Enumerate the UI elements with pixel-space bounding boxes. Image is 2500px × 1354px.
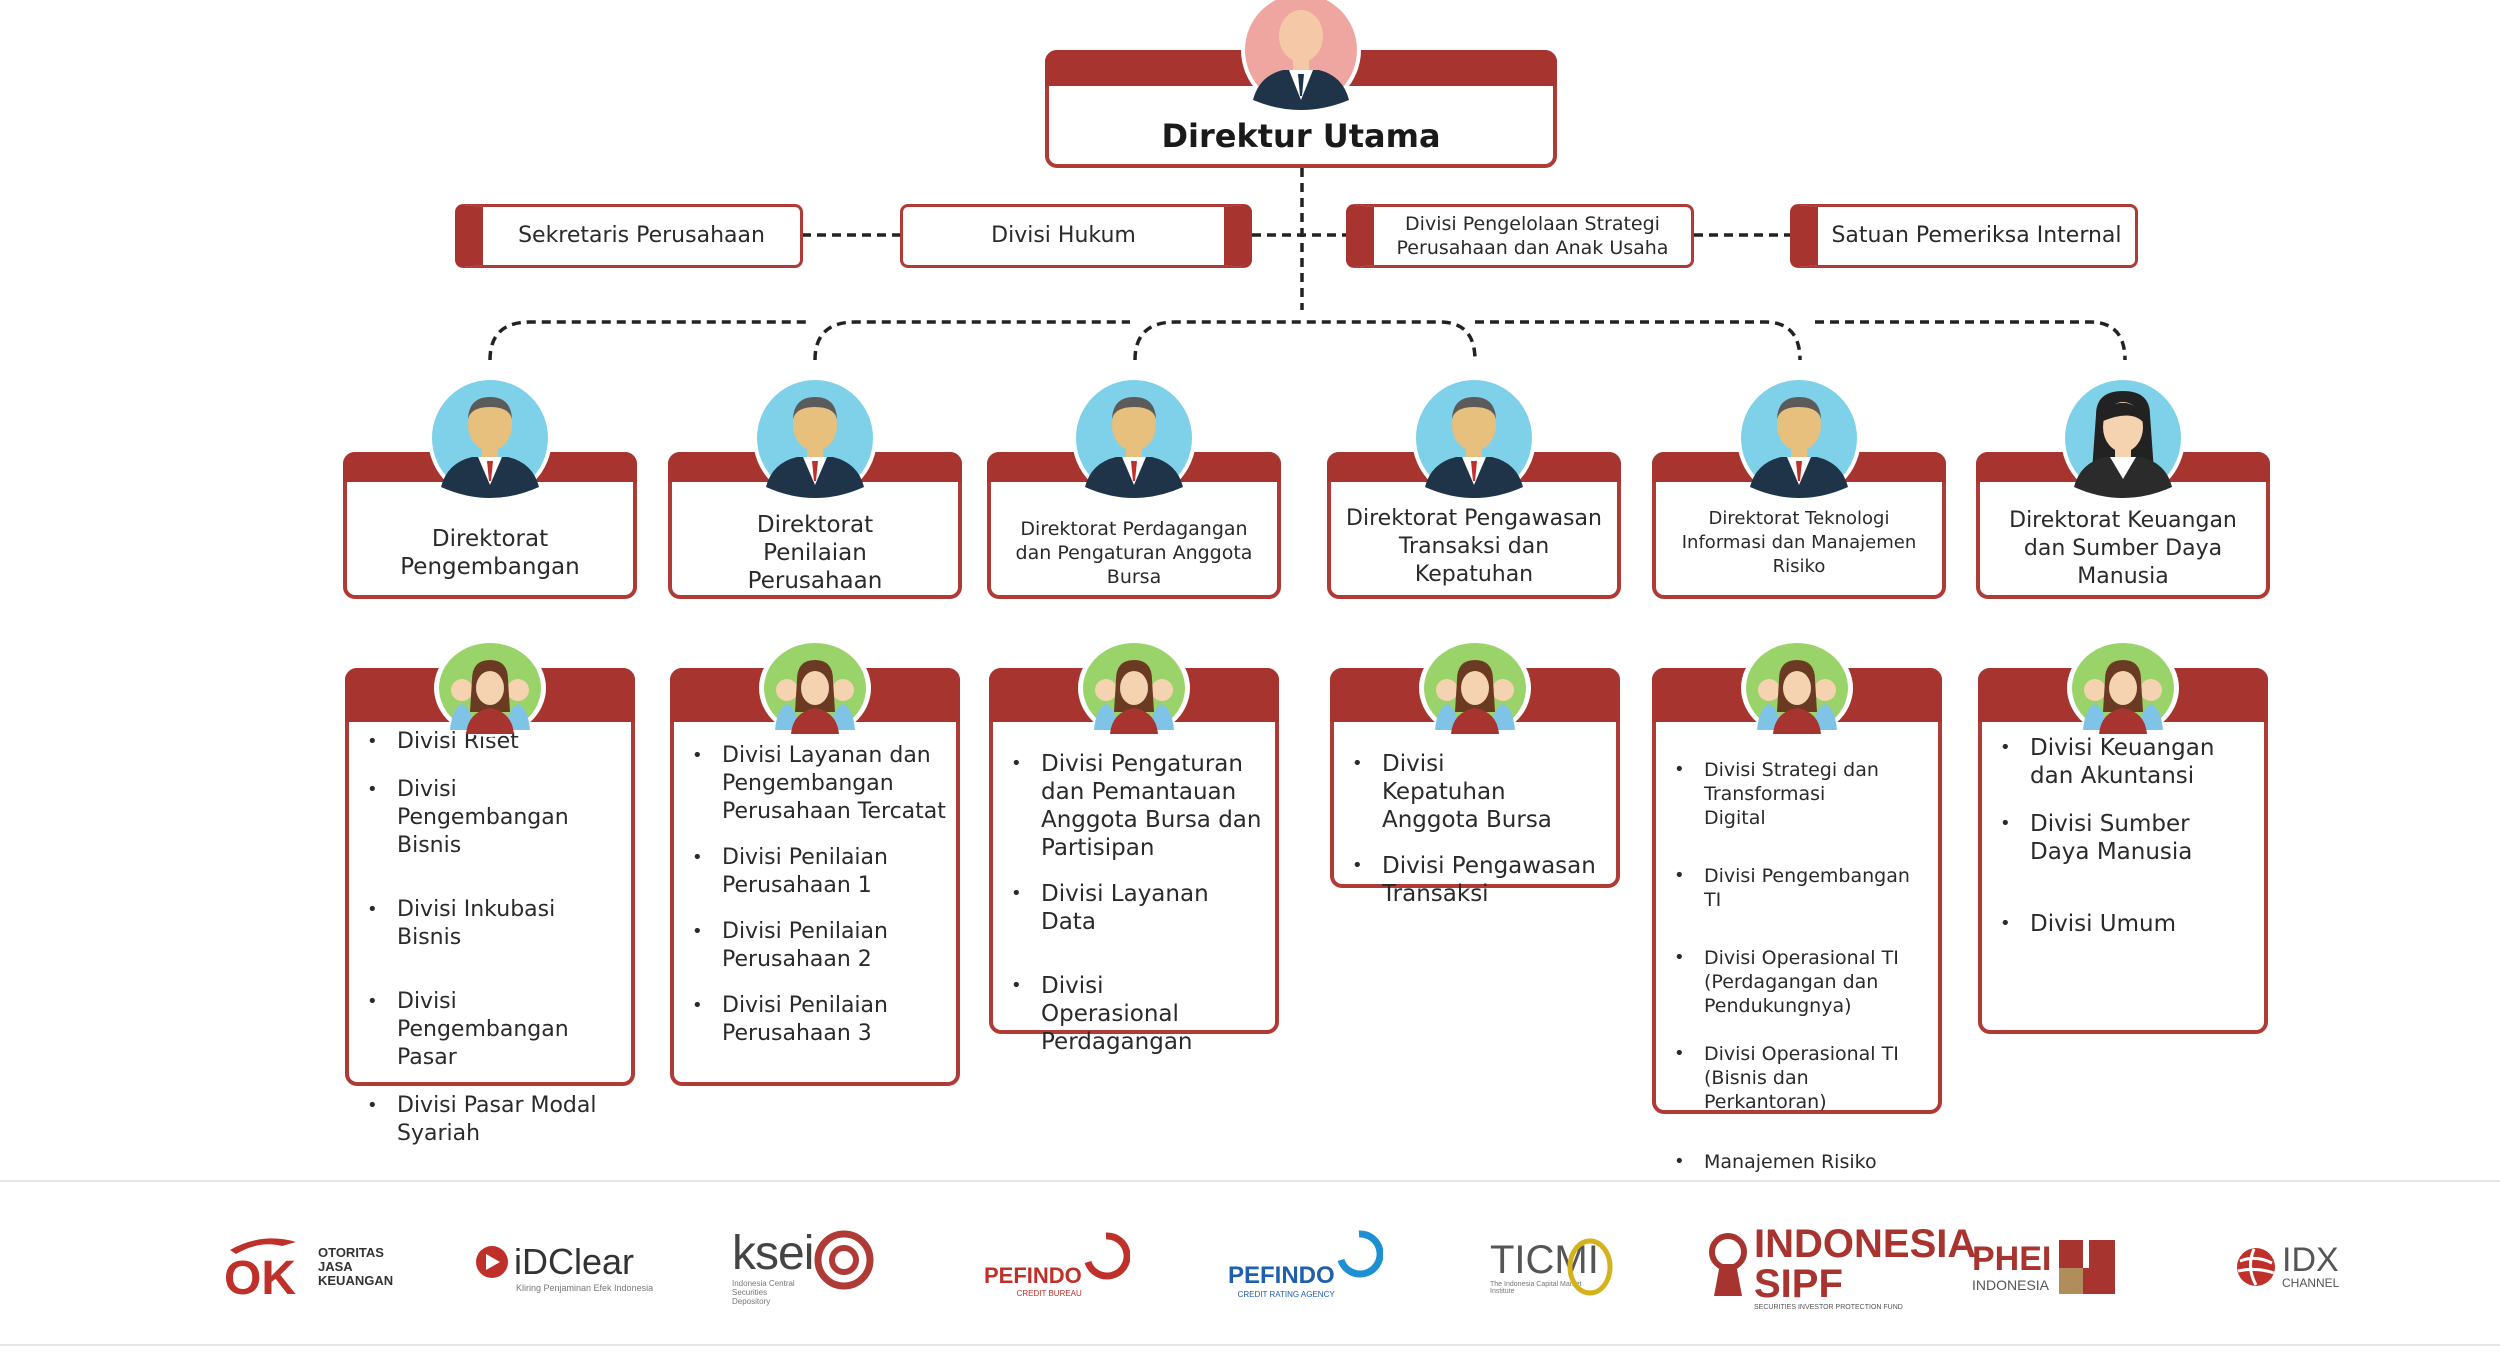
male-avatar-icon [1072, 376, 1196, 500]
division-list: Divisi Riset Divisi Pengembangan Bisnis … [363, 728, 621, 1148]
division-item[interactable]: Divisi Layanan dan Pengembangan Perusaha… [688, 742, 946, 826]
division-item[interactable]: Divisi Pengembangan Pasar [363, 988, 621, 1072]
idclear-logo-sub: Kliring Penjaminan Efek Indonesia [516, 1283, 654, 1293]
team-avatar-icon [1078, 639, 1190, 737]
division-item[interactable]: Divisi Penilaian Perusahaan 1 [688, 844, 946, 900]
division-list: Divisi Strategi dan Transformasi Digital… [1670, 758, 1928, 1174]
logo-idx-channel[interactable]: IDX CHANNEL [2234, 1222, 2339, 1312]
division-box-1[interactable]: Divisi Riset Divisi Pengembangan Bisnis … [345, 668, 635, 1146]
male-avatar-icon [753, 376, 877, 500]
division-item[interactable]: Divisi Pasar Modal Syariah [363, 1092, 621, 1148]
team-avatar-icon [759, 639, 871, 737]
idx-logo-sub: CHANNEL [2282, 1276, 2340, 1290]
division-item[interactable]: Manajemen Risiko [1670, 1150, 1928, 1174]
logo-ticmi[interactable]: TICMI The Indonesia Capital Market Insti… [1490, 1222, 1615, 1312]
male-avatar-icon [1737, 376, 1861, 500]
sipf-keyhole-icon [1709, 1233, 1747, 1296]
female-avatar-icon [2061, 376, 2185, 500]
division-item[interactable]: Divisi Operasional TI (Perdagangan dan P… [1670, 946, 1928, 1018]
staff-satuan-pemeriksa-internal[interactable]: Satuan Pemeriksa Internal [1790, 204, 2138, 268]
phei-logo-sub: INDONESIA [1972, 1277, 2050, 1293]
division-item[interactable]: Divisi Keuangan dan Akuntansi [1996, 734, 2254, 790]
division-item[interactable]: Divisi Layanan Data [1007, 880, 1265, 936]
affiliate-logos-strip: OK OTORITAS JASA KEUANGAN iDClear Klirin… [0, 1180, 2500, 1346]
division-item[interactable]: Divisi Sumber Daya Manusia [1996, 810, 2254, 866]
division-item[interactable]: Divisi Penilaian Perusahaan 2 [688, 918, 946, 974]
staff-sekretaris-perusahaan[interactable]: Sekretaris Perusahaan [455, 204, 803, 268]
ksei-logo-sub: Indonesia Central Securities Depository [732, 1278, 795, 1306]
ojk-logo-text: OTORITAS JASA KEUANGAN [318, 1245, 394, 1288]
ceo-avatar-icon [1241, 0, 1361, 110]
idx-logo-text: IDX [2282, 1241, 2339, 1279]
sipf-logo-sub: SECURITIES INVESTOR PROTECTION FUND [1754, 1303, 1903, 1311]
logo-ojk[interactable]: OK OTORITAS JASA KEUANGAN [222, 1222, 398, 1312]
logo-idclear[interactable]: iDClear Kliring Penjaminan Efek Indonesi… [474, 1222, 653, 1312]
division-item[interactable]: Divisi Operasional Perdagangan [1007, 972, 1265, 1056]
ksei-logo-text: ksei [732, 1226, 814, 1280]
division-item[interactable]: Divisi Strategi dan Transformasi Digital [1670, 758, 1928, 830]
division-list: Divisi Kepatuhan Anggota Bursa Divisi Pe… [1348, 750, 1606, 908]
logo-indonesia-sipf[interactable]: INDONESIA SIPF SECURITIES INVESTOR PROTE… [1706, 1221, 1975, 1312]
directorate-title: Direktorat Penilaian Perusahaan [747, 512, 883, 594]
division-box-5[interactable]: Divisi Strategi dan Transformasi Digital… [1652, 668, 1942, 1174]
sipf-logo-text: INDONESIA SIPF [1754, 1221, 1975, 1306]
ticmi-logo-sub: The Indonesia Capital Market Institute [1490, 1281, 1582, 1295]
male-avatar-icon [428, 376, 552, 500]
pefindo-cra-logo-sub: CREDIT RATING AGENCY [1237, 1289, 1335, 1299]
division-item[interactable]: Divisi Kepatuhan Anggota Bursa [1348, 750, 1606, 834]
division-list: Divisi Pengaturan dan Pemantauan Anggota… [1007, 750, 1265, 1056]
svg-text:OK: OK [224, 1252, 296, 1302]
division-list: Divisi Layanan dan Pengembangan Perusaha… [688, 742, 946, 1048]
staff-divisi-strategi[interactable]: Divisi Pengelolaan Strategi Perusahaan d… [1346, 204, 1694, 268]
pefindo-cb-swirl-icon [1084, 1232, 1130, 1280]
team-avatar-icon [434, 639, 546, 737]
pefindo-cra-logo-text: PEFINDO [1228, 1261, 1335, 1289]
directorate-title: Direktorat Pengembangan [400, 526, 580, 580]
idx-globe-icon [2237, 1248, 2275, 1286]
ksei-swirl-icon [814, 1230, 874, 1290]
division-item[interactable]: Divisi Umum [1996, 910, 2254, 938]
division-item[interactable]: Divisi Penilaian Perusahaan 3 [688, 992, 946, 1048]
division-item[interactable]: Divisi Pengembangan TI [1670, 864, 1928, 912]
logo-phei[interactable]: PHEI INDONESIA [1972, 1222, 2117, 1312]
division-item[interactable]: Divisi Inkubasi Bisnis [363, 896, 621, 952]
division-item[interactable]: Divisi Pengawasan Transaksi [1348, 852, 1606, 908]
ticmi-ring-icon [1567, 1238, 1613, 1296]
logo-ksei[interactable]: ksei Indonesia Central Securities Deposi… [732, 1222, 875, 1312]
directorate-title: Direktorat Keuangan dan Sumber Daya Manu… [2009, 508, 2237, 589]
pefindo-cb-logo-sub: CREDIT BUREAU [1016, 1288, 1082, 1298]
idclear-logo-text: iDClear [514, 1241, 635, 1282]
phei-logo-text: PHEI [1972, 1240, 2052, 1278]
ojk-logo-icon: OK [224, 1238, 296, 1302]
logo-pefindo-credit-bureau[interactable]: PEFINDO CREDIT BUREAU [984, 1222, 1130, 1312]
direktur-utama-title: Direktur Utama [1161, 117, 1441, 155]
division-list: Divisi Keuangan dan Akuntansi Divisi Sum… [1996, 734, 2254, 938]
directorate-title: Direktorat Teknologi Informasi dan Manaj… [1681, 508, 1917, 577]
directorate-title: Direktorat Pengawasan Transaksi dan Kepa… [1346, 506, 1602, 587]
pefindo-cra-swirl-icon [1337, 1230, 1383, 1278]
team-avatar-icon [1419, 639, 1531, 737]
male-avatar-icon [1412, 376, 1536, 500]
pefindo-cb-logo-text: PEFINDO [984, 1262, 1082, 1288]
phei-square-icon [2059, 1240, 2116, 1294]
directorate-title: Direktorat Perdagangan dan Pengaturan An… [1015, 518, 1253, 588]
team-avatar-icon [2067, 639, 2179, 737]
team-avatar-icon [1741, 639, 1853, 737]
division-item[interactable]: Divisi Operasional TI (Bisnis dan Perkan… [1670, 1042, 1928, 1114]
idclear-logo-icon [476, 1246, 508, 1278]
division-item[interactable]: Divisi Pengembangan Bisnis [363, 776, 621, 860]
logo-pefindo-rating-agency[interactable]: PEFINDO CREDIT RATING AGENCY [1228, 1222, 1383, 1312]
staff-divisi-hukum[interactable]: Divisi Hukum [900, 204, 1252, 268]
division-item[interactable]: Divisi Pengaturan dan Pemantauan Anggota… [1007, 750, 1265, 862]
